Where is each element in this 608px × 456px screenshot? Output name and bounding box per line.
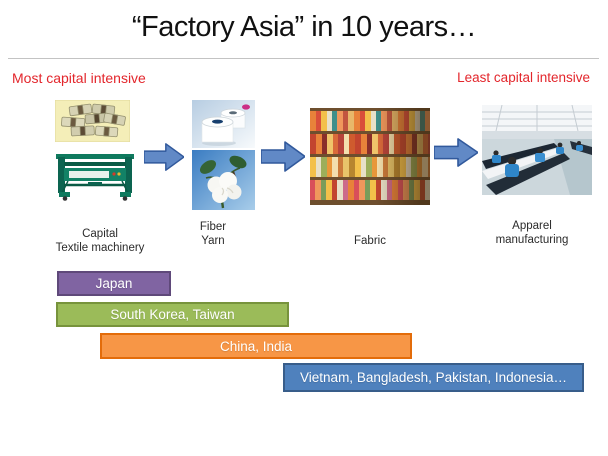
country-bar-japan: Japan [57,271,171,296]
right-arrow-icon [261,140,305,173]
country-bar-vietnam-bangladesh-pakistan-indonesia: Vietnam, Bangladesh, Pakistan, Indonesia… [283,363,584,392]
caption-line: manufacturing [495,234,569,246]
stage-caption-apparel: Apparel manufacturing [467,219,597,247]
stage-caption-fiber-yarn: Fiber Yarn [168,220,258,248]
page-title: “Factory Asia” in 10 years… [131,11,477,43]
textile-machine-image [48,149,142,201]
stage-caption-capital: Capital Textile machinery [30,227,170,255]
caption-line: Textile machinery [55,242,145,254]
apparel-factory-image [482,105,592,195]
yarn-spools-image [192,100,255,148]
fabric-shelf-row [310,180,430,200]
country-bar-south-korea-taiwan: South Korea, Taiwan [56,302,289,327]
right-arrow-icon [434,137,478,168]
caption-line: Apparel [512,220,552,232]
title-divider [8,58,599,59]
least-capital-intensive-label: Least capital intensive [457,70,590,85]
fabric-shelf-row [310,157,430,177]
stage-caption-fabric: Fabric [325,234,415,248]
fabric-rolls-image [310,108,430,205]
right-arrow-icon [144,142,184,172]
money-stacks-image [55,100,130,142]
caption-line: Fiber [199,221,227,233]
fabric-shelf-row [310,134,430,154]
cotton-plant-image [192,150,255,210]
caption-line: Yarn [201,235,225,247]
fabric-shelf-row [310,111,430,131]
caption-line: Capital [82,228,118,240]
country-bar-china-india: China, India [100,333,412,359]
caption-line: Fabric [354,235,386,247]
most-capital-intensive-label: Most capital intensive [12,70,146,86]
